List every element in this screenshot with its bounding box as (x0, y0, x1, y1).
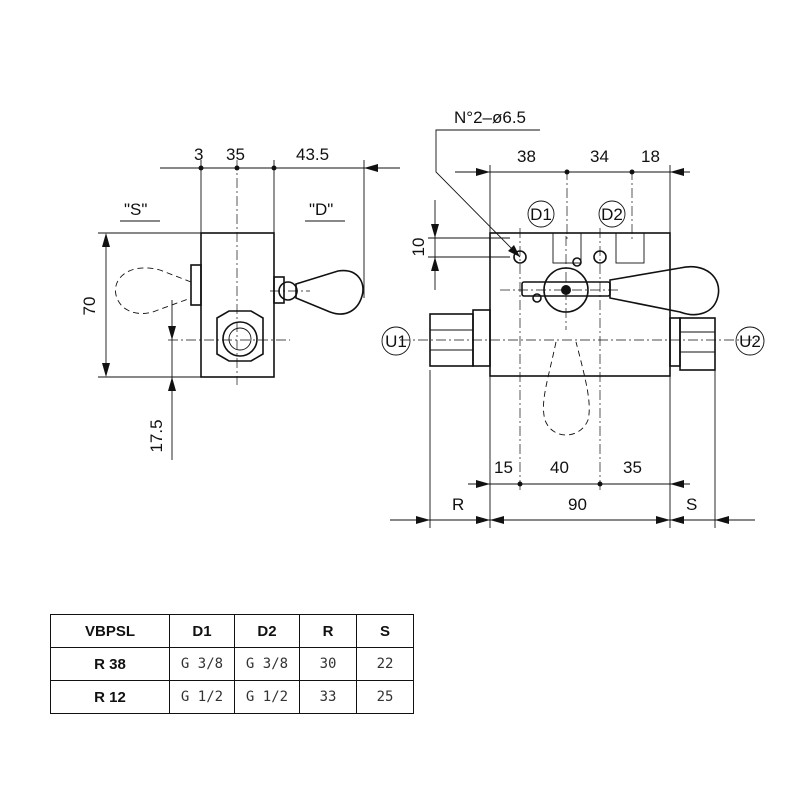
port-d2-label: D2 (601, 205, 623, 224)
dim-35b: 35 (623, 458, 642, 477)
port-d2-boss (615, 232, 645, 264)
table-cell: R 12 (50, 680, 170, 714)
dim-18: 18 (641, 147, 660, 166)
port-d2-bubble (598, 200, 626, 228)
dim-90: 90 (568, 495, 587, 514)
side-view: 3 35 43.5 "S" "D" 70 17.5 (80, 145, 400, 460)
port-u2-bubble (735, 326, 765, 356)
dim-17-5: 17.5 (147, 419, 166, 452)
label-d: "D" (309, 200, 333, 219)
note-holes: N°2–ø6.5 (454, 108, 526, 127)
table-cell: R 38 (50, 647, 170, 681)
dim-10: 10 (409, 238, 428, 257)
technical-drawing: 3 35 43.5 "S" "D" 70 17.5 (80, 108, 765, 528)
table-cell: G 1/2 (169, 680, 235, 714)
dim-70: 70 (80, 297, 99, 316)
table-row: R 38 G 3/8 G 3/8 30 22 (50, 647, 414, 681)
table-row: R 12 G 1/2 G 1/2 33 25 (50, 680, 414, 714)
table-cell: 33 (299, 680, 357, 714)
port-d1-bubble (527, 200, 555, 228)
front-view: N°2–ø6.5 38 34 18 D1 D2 10 U1 U2 (381, 108, 765, 528)
side-view-left-plug (190, 264, 202, 306)
dim-s: S (686, 495, 697, 514)
table-cell: G 3/8 (169, 647, 235, 681)
fitting-u2 (669, 317, 716, 371)
dim-38: 38 (517, 147, 536, 166)
dim-40: 40 (550, 458, 569, 477)
table-header-cell: R (299, 614, 357, 648)
table-cell: G 3/8 (234, 647, 300, 681)
port-u1-label: U1 (385, 332, 407, 351)
valve-handle (521, 257, 720, 316)
dim-15: 15 (494, 458, 513, 477)
table-cell: 22 (356, 647, 414, 681)
dim-3: 3 (194, 145, 203, 164)
table-header-cell: D1 (169, 614, 235, 648)
valve-handle-ghost (543, 341, 590, 436)
port-d1-label: D1 (530, 205, 552, 224)
table-header-cell: S (356, 614, 414, 648)
dim-35: 35 (226, 145, 245, 164)
table-header-row: VBPSL D1 D2 R S (50, 614, 414, 648)
side-view-hex-fitting (216, 310, 264, 362)
label-s: "S" (124, 200, 147, 219)
port-u1-bubble (381, 326, 411, 356)
table-header-cell: VBPSL (50, 614, 170, 648)
table-cell: 25 (356, 680, 414, 714)
dim-34: 34 (590, 147, 609, 166)
table-header-cell: D2 (234, 614, 300, 648)
spec-table: VBPSL D1 D2 R S R 38 G 3/8 G 3/8 30 22 R… (50, 614, 414, 714)
side-view-lever-s-ghost (115, 267, 192, 314)
dim-43-5: 43.5 (296, 145, 329, 164)
side-view-lever-d (273, 269, 364, 315)
fitting-u1 (429, 309, 491, 367)
port-u2-label: U2 (739, 332, 761, 351)
table-cell: 30 (299, 647, 357, 681)
table-cell: G 1/2 (234, 680, 300, 714)
dim-r: R (452, 495, 464, 514)
